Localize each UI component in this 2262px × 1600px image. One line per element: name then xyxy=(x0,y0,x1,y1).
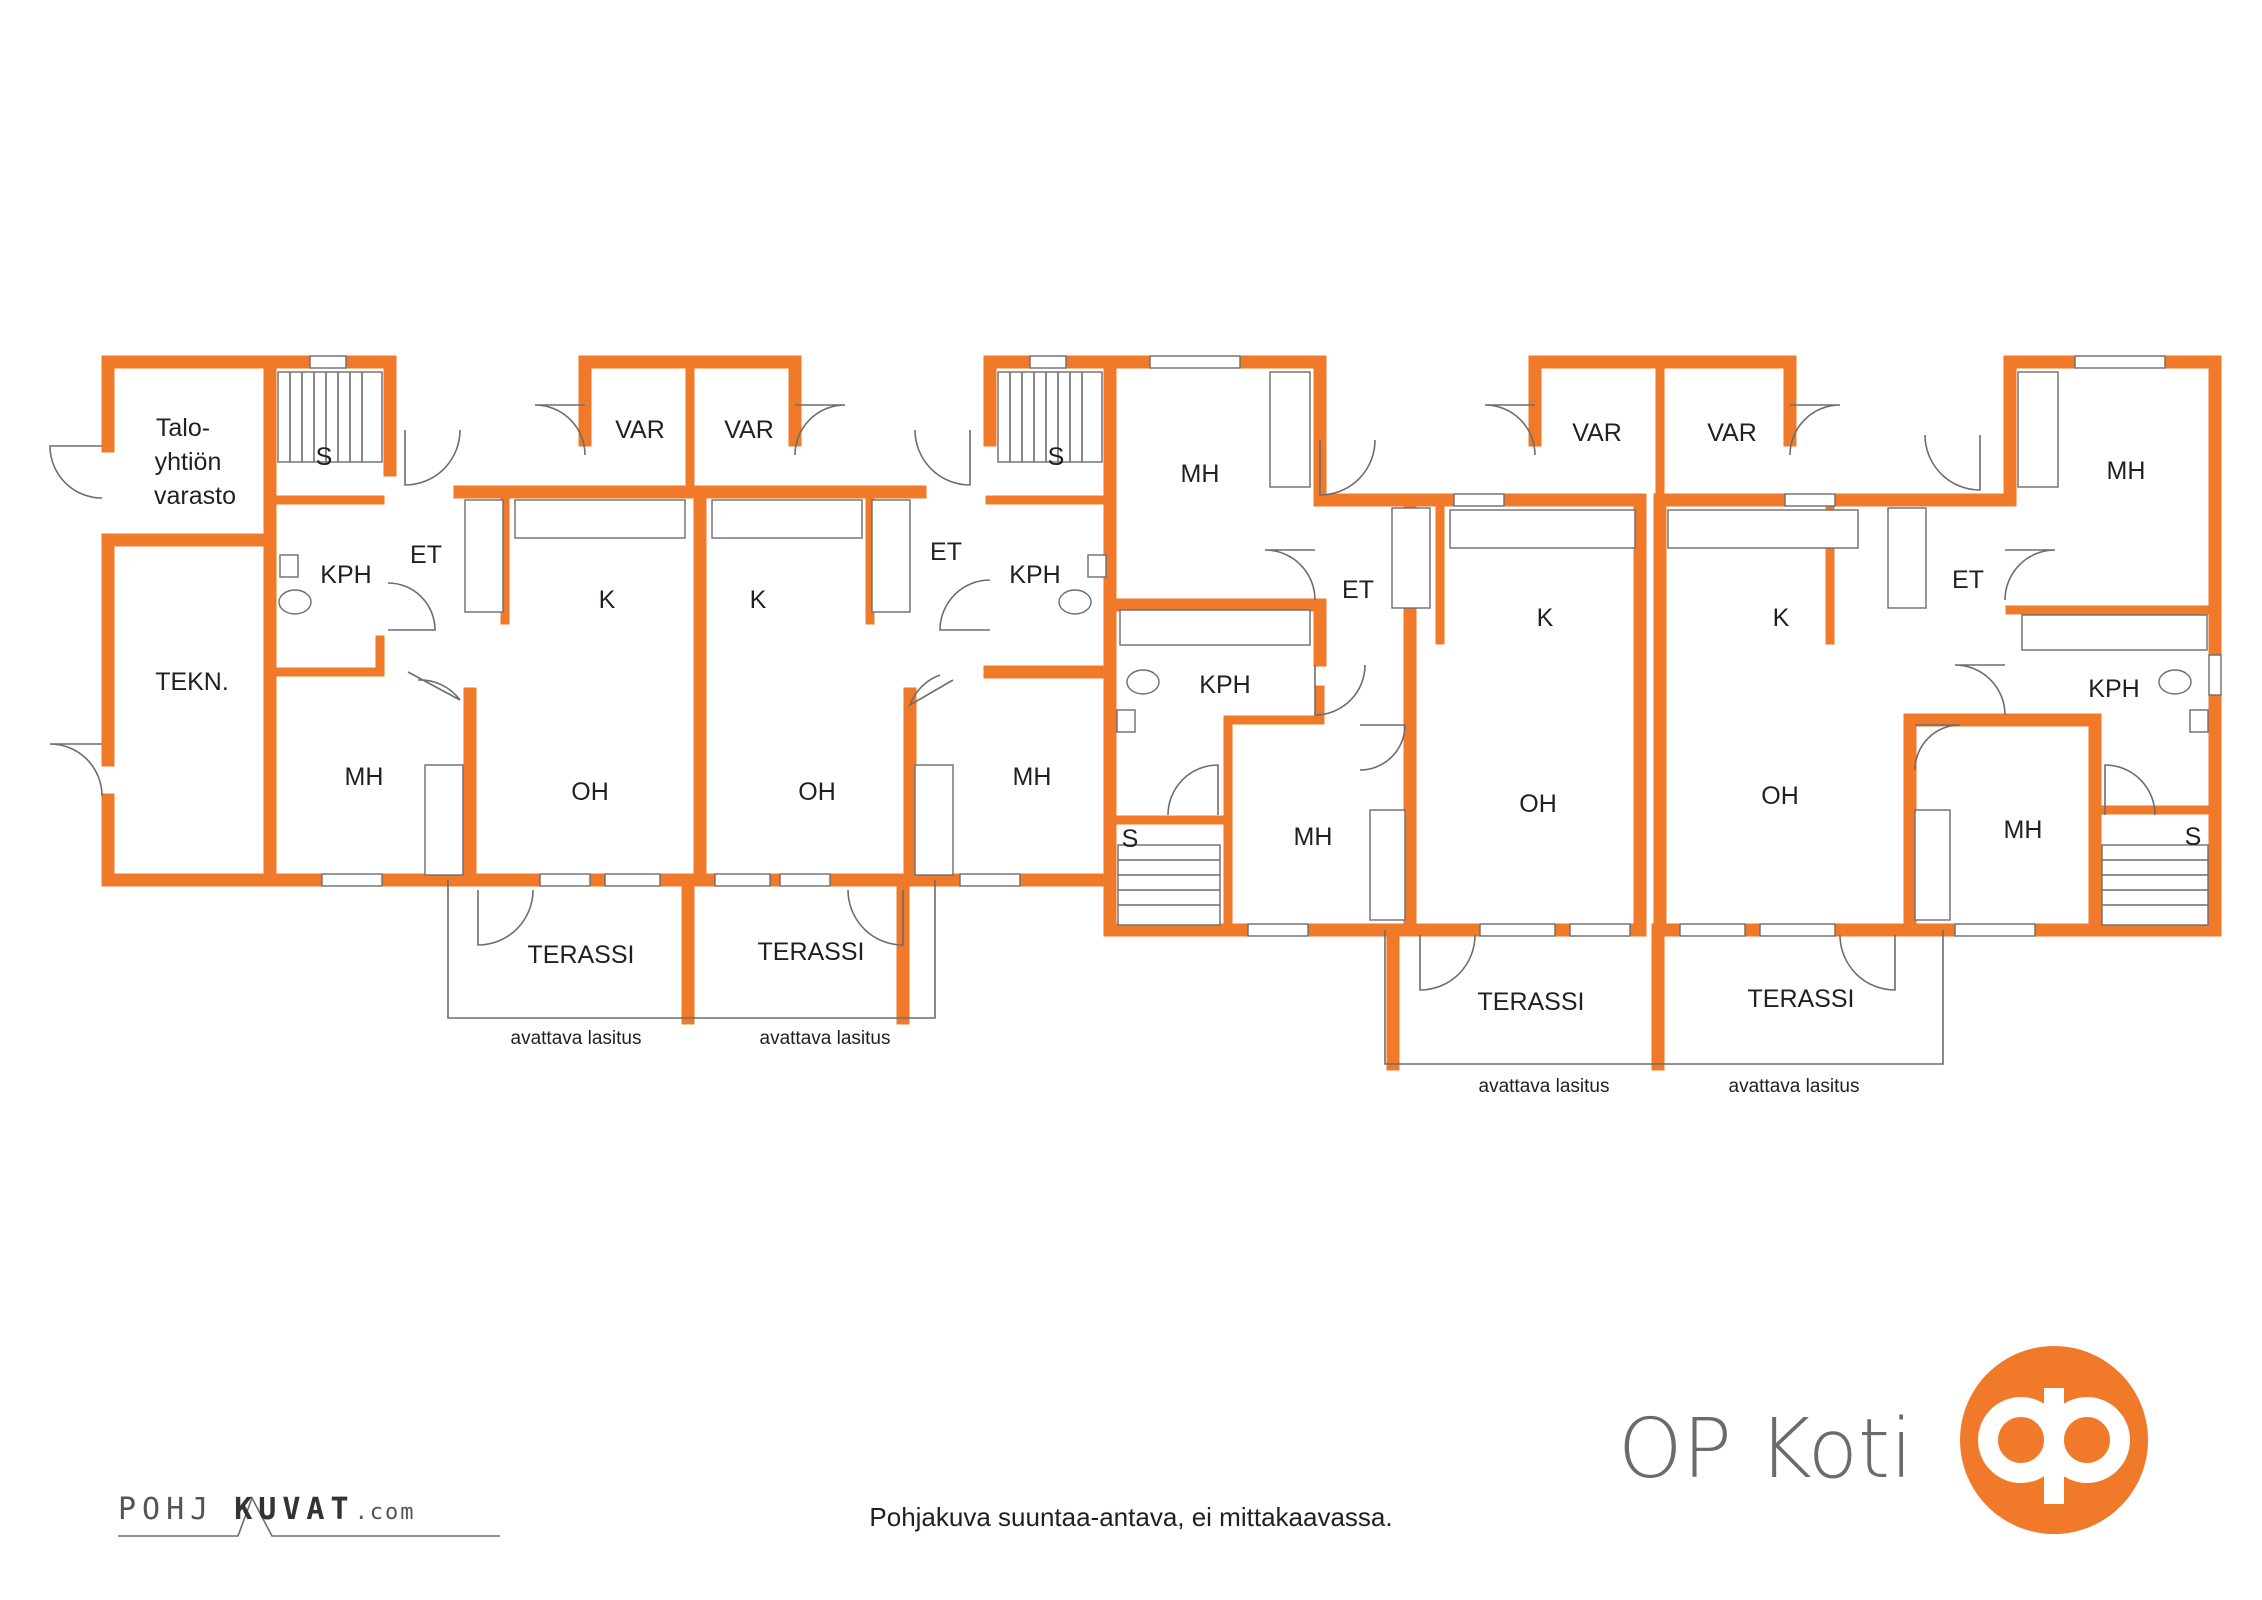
room-labels: Talo- yhtiön varasto TEKN. S KPH ET MH V… xyxy=(154,414,2201,1097)
brand-name: OP Koti xyxy=(1618,1402,1913,1497)
label-var-1: VAR xyxy=(615,416,665,444)
label-et-3: ET xyxy=(1342,576,1374,604)
label-k-4: K xyxy=(1773,604,1790,632)
label-tekn: TEKN. xyxy=(155,668,229,696)
label-k-2: K xyxy=(750,586,767,614)
watermark-suffix: .com xyxy=(354,1500,416,1525)
doors xyxy=(49,404,2156,991)
label-et-4: ET xyxy=(1952,566,1984,594)
label-kph-2: KPH xyxy=(1009,561,1060,589)
walls xyxy=(101,355,2222,1071)
glazing-note-1: avattava lasitus xyxy=(511,1028,642,1049)
label-et-2: ET xyxy=(930,538,962,566)
label-oh-4: OH xyxy=(1761,782,1799,810)
label-kph-4: KPH xyxy=(2088,675,2139,703)
watermark-underline xyxy=(118,1496,500,1537)
glazing-note-3: avattava lasitus xyxy=(1479,1076,1610,1097)
label-talo-line1: Talo- xyxy=(156,414,210,442)
footer-note: Pohjakuva suuntaa-antava, ei mittakaavas… xyxy=(869,1502,1393,1532)
label-terassi-2: TERASSI xyxy=(758,938,865,966)
label-mh-3: MH xyxy=(1181,460,1220,488)
label-kph-3: KPH xyxy=(1199,671,1250,699)
label-s-3: S xyxy=(1122,825,1139,853)
label-mh-4: MH xyxy=(1294,823,1333,851)
pohjakuvat-watermark: POHJ KUVAT.com xyxy=(118,1492,416,1527)
windows xyxy=(309,355,2222,937)
label-et-1: ET xyxy=(410,541,442,569)
label-oh-3: OH xyxy=(1519,790,1557,818)
label-terassi-1: TERASSI xyxy=(528,941,635,969)
label-terassi-3: TERASSI xyxy=(1478,988,1585,1016)
label-var-4: VAR xyxy=(1707,419,1757,447)
label-oh-2: OH xyxy=(798,778,836,806)
glazing-note-2: avattava lasitus xyxy=(760,1028,891,1049)
label-kph-1: KPH xyxy=(320,561,371,589)
glazing-note-4: avattava lasitus xyxy=(1729,1076,1860,1097)
label-mh-2: MH xyxy=(1013,763,1052,791)
op-logo-icon xyxy=(1960,1346,2148,1534)
label-oh-1: OH xyxy=(571,778,609,806)
label-k-1: K xyxy=(599,586,616,614)
label-mh-5: MH xyxy=(2107,457,2146,485)
label-mh-1: MH xyxy=(345,763,384,791)
label-s-2: S xyxy=(1048,443,1065,471)
watermark-right: KUVAT xyxy=(234,1492,355,1527)
label-mh-6: MH xyxy=(2004,816,2043,844)
terrace-glazing xyxy=(447,880,1944,1065)
label-var-2: VAR xyxy=(724,416,774,444)
watermark-left: POHJ xyxy=(118,1492,215,1527)
label-talo-line2: yhtiön xyxy=(155,448,222,476)
label-s-1: S xyxy=(316,443,333,471)
label-var-3: VAR xyxy=(1572,419,1622,447)
label-talo-line3: varasto xyxy=(154,482,236,510)
stairs-and-fixtures xyxy=(277,371,2209,926)
label-terassi-4: TERASSI xyxy=(1748,985,1855,1013)
label-k-3: K xyxy=(1537,604,1554,632)
label-s-4: S xyxy=(2185,823,2202,851)
